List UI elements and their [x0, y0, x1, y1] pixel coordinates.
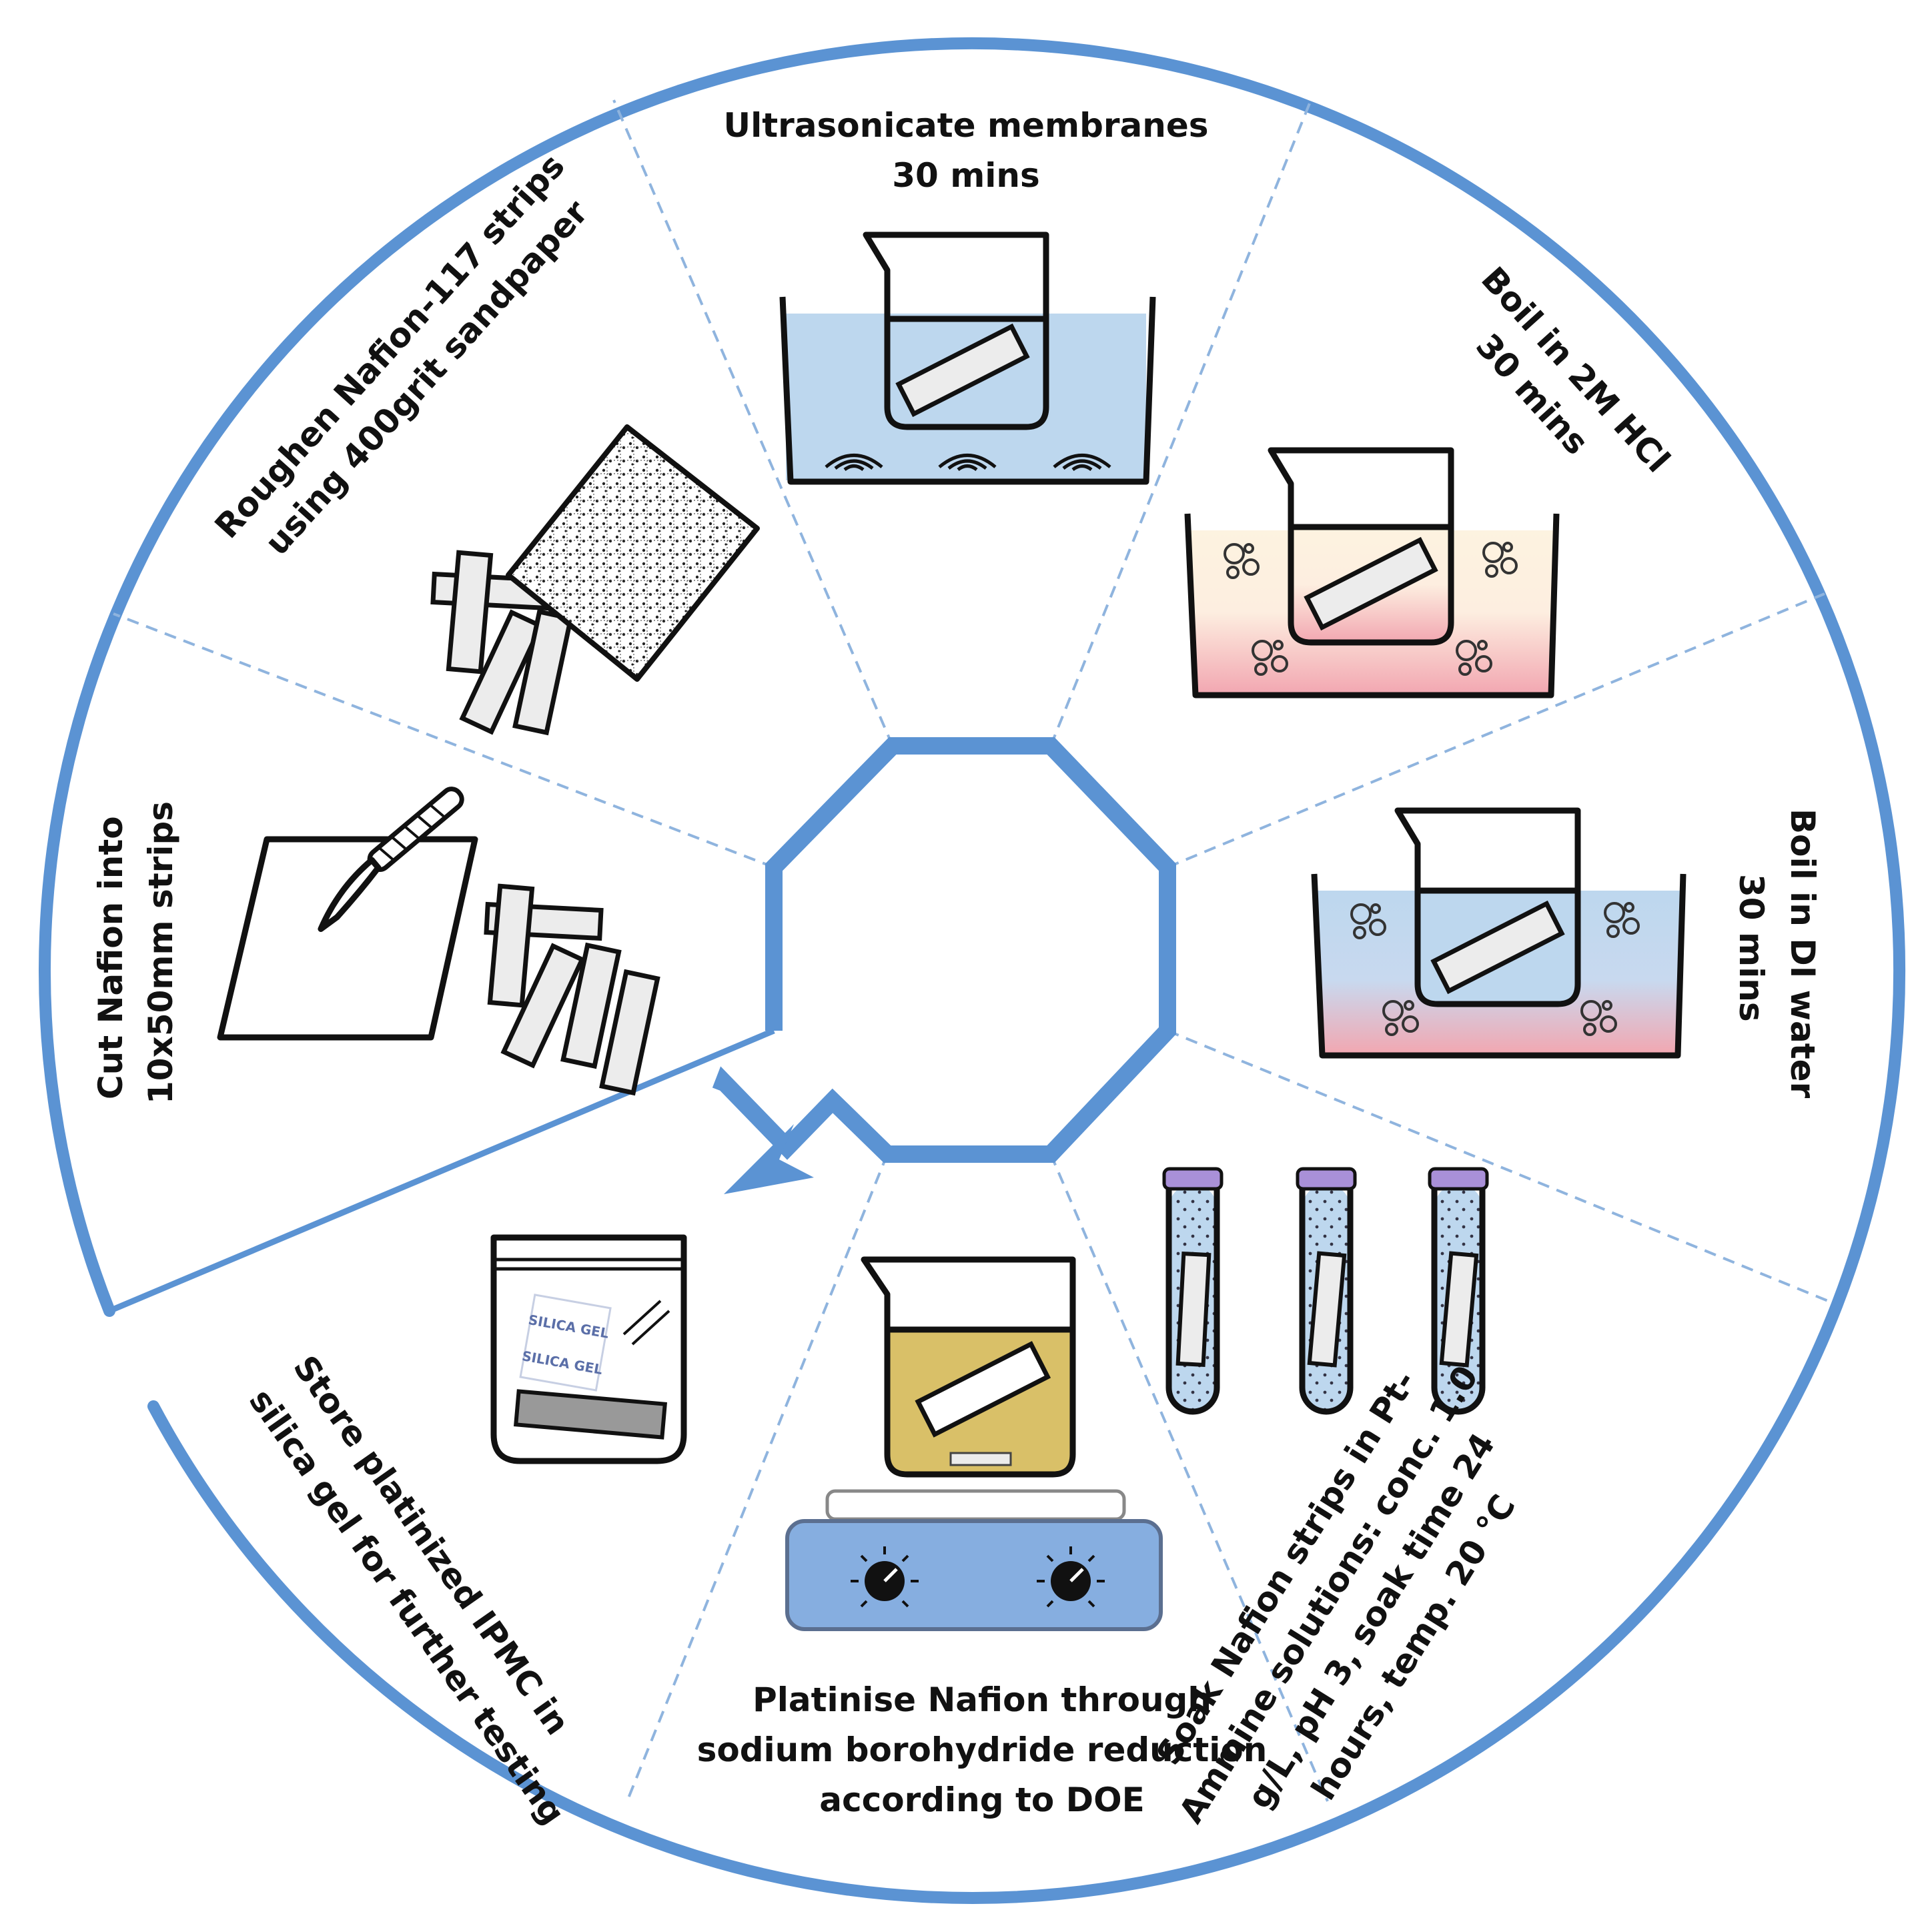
- bubble-icon: [1350, 902, 1640, 1036]
- sandpaper-icon: [506, 424, 760, 682]
- step-ultrasonicate-line-2: 30 mins: [892, 156, 1040, 195]
- nafion-strip: [459, 609, 544, 735]
- step-platinise-line-3: according to DOE: [819, 1781, 1145, 1819]
- divider-line: [612, 99, 894, 747]
- knob-icon: [1037, 1546, 1105, 1608]
- platinized-ipmc-strip: [513, 1389, 668, 1440]
- nafion-strip: [487, 883, 535, 1008]
- nafion-strip: [915, 1341, 1051, 1438]
- stir-bar: [949, 1452, 1012, 1466]
- divider-line: [1049, 99, 1312, 747]
- nafion-strip: [1175, 1251, 1212, 1368]
- test-tube-icon: [1428, 1167, 1489, 1415]
- nafion-strip: [1430, 900, 1565, 995]
- outer-ring-arc: [39, 37, 1906, 1904]
- sector-divider-solid: [108, 1027, 775, 1314]
- step-platinise-line-2: sodium borohydride reduction: [697, 1731, 1268, 1769]
- nafion-strip: [1304, 536, 1438, 631]
- nafion-strip: [599, 969, 660, 1096]
- nafion-strips: [430, 550, 574, 736]
- beaker-icon: [863, 231, 1049, 430]
- step-boil-di-line-1: Boil in DI water: [1783, 809, 1822, 1099]
- nafion-strip: [560, 942, 622, 1069]
- knob-icon: [851, 1546, 919, 1608]
- step-cut: Cut Nafion into 10x50mm strips: [91, 787, 660, 1104]
- step-boil-hcl: Boil in 2M HCl 30 mins: [1184, 260, 1677, 698]
- divider-line: [626, 1153, 889, 1802]
- step-platinise: Platinise Nafion through sodium borohydr…: [697, 1256, 1268, 1819]
- sector-dividers: [113, 99, 1829, 1802]
- scalpel-icon: [318, 787, 464, 932]
- nafion-sheet: [217, 836, 478, 1041]
- arrowhead: [724, 1124, 814, 1194]
- test-tube-icon: [1296, 1167, 1357, 1415]
- ziplock-bag-icon: SILICA GEL SILICA GEL: [490, 1234, 687, 1464]
- nafion-strip: [500, 943, 586, 1069]
- beaker-icon: [861, 1256, 1076, 1478]
- step-boil-di: Boil in DI water 30 mins: [1311, 807, 1822, 1099]
- step-cut-line-1: Cut Nafion into: [91, 816, 130, 1099]
- step-soak: Soak Nafion strips in Pt- Ammine solutio…: [1149, 1167, 1523, 1830]
- step-cut-line-2: 10x50mm strips: [141, 801, 180, 1104]
- step-roughen-line-1: Roughen Nafion-117 strips: [207, 147, 572, 546]
- step-roughen-line-2: using 400grit sandpaper: [258, 193, 596, 562]
- outer-ring: [39, 37, 1906, 1904]
- step-platinise-line-1: Platinise Nafion through: [753, 1681, 1212, 1719]
- sound-wave-icon: [825, 454, 1111, 472]
- nafion-strip: [1439, 1251, 1479, 1368]
- silica-gel-packet-icon: SILICA GEL SILICA GEL: [519, 1294, 612, 1392]
- hotplate-icon: [785, 1489, 1163, 1631]
- beaker-icon: [1268, 447, 1454, 646]
- step-ultrasonicate-line-1: Ultrasonicate membranes: [723, 106, 1208, 145]
- test-tube-icon: [1162, 1167, 1224, 1415]
- step-boil-di-line-2: 30 mins: [1732, 874, 1771, 1022]
- nafion-strips: [484, 883, 660, 1096]
- cycle-arrow-icon: [712, 737, 1176, 1194]
- divider-line: [113, 612, 775, 869]
- nafion-strip: [446, 550, 494, 674]
- nafion-strip: [1307, 1251, 1347, 1368]
- divider-line: [1167, 1029, 1829, 1302]
- bubble-icon: [1224, 542, 1518, 676]
- nafion-strip: [895, 323, 1030, 418]
- divider-line: [1049, 1153, 1329, 1802]
- step-ultrasonicate: Ultrasonicate membranes 30 mins: [723, 106, 1209, 485]
- beaker-icon: [1394, 807, 1581, 1007]
- step-roughen: Roughen Nafion-117 strips using 400grit …: [207, 147, 760, 736]
